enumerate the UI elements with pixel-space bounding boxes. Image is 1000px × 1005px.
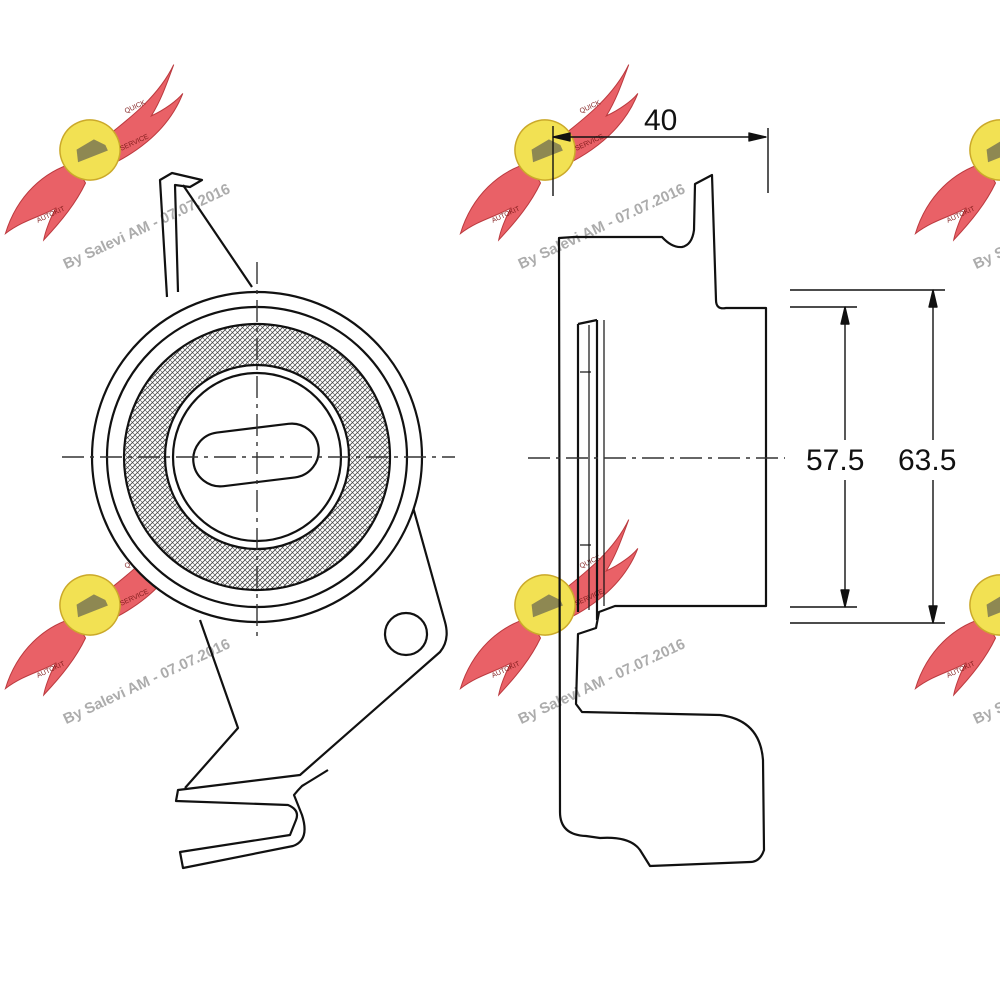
logo-wing-left xyxy=(459,162,542,242)
pivot-hole xyxy=(383,611,429,657)
side-view xyxy=(528,126,945,868)
front-hook-edge xyxy=(182,184,253,288)
logo-car-icon xyxy=(531,139,563,163)
dimension-inner-height-label: 57.5 xyxy=(806,444,864,477)
watermark-caption: By Salevi AM - 07.07.2016 xyxy=(61,181,233,273)
logo-wing-left xyxy=(459,617,542,697)
watermark-caption: By Salevi AM - 07.07.2016 xyxy=(516,181,688,273)
front-centerlines xyxy=(62,262,455,640)
logo-car-icon xyxy=(531,594,563,618)
logo-badge xyxy=(969,574,1000,636)
logo-wing-left xyxy=(914,162,997,242)
logo-car-icon xyxy=(76,139,108,163)
logo-car-icon xyxy=(986,139,1000,163)
dimension-width-label: 40 xyxy=(644,104,677,137)
logo-wing-left xyxy=(4,162,87,242)
front-hook xyxy=(158,171,204,298)
front-view xyxy=(62,171,455,870)
dimension-outer-height-label: 63.5 xyxy=(898,444,956,477)
front-bracket-lower xyxy=(184,619,240,789)
watermark-caption: By Salevi AM - 07.07.2016 xyxy=(61,636,233,728)
dimension-label-mask xyxy=(800,440,990,480)
adjustment-slot xyxy=(192,422,320,488)
logo-badge xyxy=(969,119,1000,181)
logo-car-icon xyxy=(986,594,1000,618)
front-bracket xyxy=(174,499,448,870)
logo-wing-left xyxy=(4,617,87,697)
side-bracket xyxy=(557,173,768,868)
top-edge xyxy=(577,318,598,326)
logo-wing-right xyxy=(560,519,639,618)
logo-car-icon xyxy=(76,594,108,618)
logo-wing-right xyxy=(105,64,184,163)
dimension-width xyxy=(552,126,769,196)
logo-wing-left xyxy=(914,617,997,697)
